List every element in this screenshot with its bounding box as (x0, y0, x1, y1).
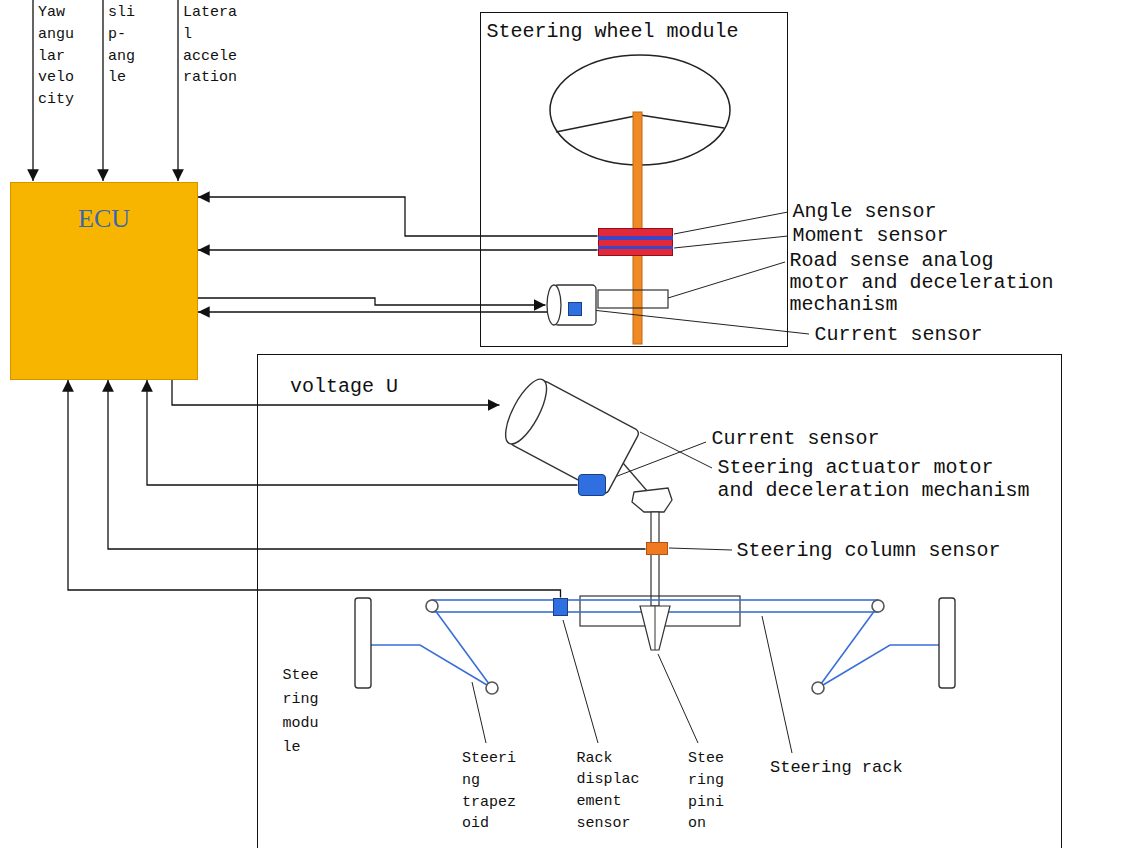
steering-actuator-motor: Steering actuator motor and deceleration… (500, 378, 645, 495)
steering-arm (818, 645, 939, 688)
tie-rod (432, 606, 492, 688)
module-frame: Steering wheel moduleAngle sensorMoment … (480, 12, 788, 347)
part-name: Steering pinion (688, 748, 724, 835)
pinion-line (655, 606, 656, 650)
part-name: Steering rack (770, 758, 903, 778)
sensor-stripe (598, 236, 673, 240)
input-arrows (33, 0, 178, 181)
leader-line (583, 309, 809, 334)
part-name: Current sensor (712, 427, 880, 450)
steering-column-sensor: Steering column sensor (646, 542, 668, 555)
part-name: Steering actuator motor and deceleration… (718, 456, 1036, 502)
actuator-gear (623, 463, 672, 512)
motor-outline (500, 378, 645, 495)
ball-joint (426, 600, 438, 612)
module-title: Steering module (283, 664, 319, 760)
leader-line (658, 654, 698, 743)
pinion (640, 606, 670, 650)
input-arrow (102, 0, 103, 181)
part-name: Moment sensor (793, 224, 949, 247)
signal-name: slip-angle (108, 2, 135, 89)
part-name: Steering column sensor (737, 539, 1001, 562)
ball-joint (812, 682, 824, 694)
wheel-spoke (640, 115, 724, 128)
motor-face (497, 373, 554, 449)
signal-connector (198, 249, 598, 250)
input-arrow (32, 0, 33, 181)
signal-name: Yaw angular velocity (38, 2, 74, 111)
motor-cylinder (497, 373, 639, 494)
leader-line (762, 616, 792, 753)
signal-connector (68, 380, 561, 598)
steering-linkage (371, 600, 939, 694)
ball-joint (486, 682, 498, 694)
road-motor-gearbox (598, 290, 668, 308)
road-wheel (355, 598, 371, 688)
road-wheel (939, 598, 955, 688)
signal-connector (108, 380, 646, 549)
steering-arm (371, 645, 492, 688)
ecu-box: ECU (10, 182, 198, 380)
current-sensor: Current sensor (568, 302, 582, 316)
steering-column (651, 512, 659, 606)
signal-connector (198, 298, 546, 305)
part-name: Rack displacement sensor (577, 748, 640, 835)
gear-body (632, 488, 672, 512)
sensor-stripe (598, 246, 673, 249)
signal-name: Lateral acceleration (183, 2, 237, 89)
rack-assembly (432, 596, 878, 650)
part-name: Current sensor (815, 323, 983, 346)
leader-line (669, 548, 732, 550)
leader-line (640, 432, 712, 468)
gearbox-housing (598, 290, 668, 308)
rack-displacement-sensor: Rack displacement sensor (553, 598, 568, 616)
leader-line (563, 620, 598, 743)
signal-label: voltage U (288, 376, 400, 398)
leader-line (668, 262, 785, 298)
motor-output-shaft (623, 463, 648, 492)
part-name: Steering trapezoid (462, 748, 516, 835)
tie-rod (818, 606, 878, 688)
wheel-spoke (556, 115, 640, 132)
part-name: Angle sensor (793, 200, 937, 223)
input-arrow (177, 0, 178, 181)
ball-joint (872, 600, 884, 612)
leader-line (674, 236, 788, 248)
wheels (355, 598, 955, 688)
part-name: Road sense analog motor and deceleration… (790, 250, 1060, 316)
module-title: Steering wheel module (487, 20, 739, 43)
angle-moment-sensor: Angle sensorMoment sensor (598, 228, 673, 256)
leader-line (472, 682, 486, 743)
signal-connector (198, 197, 598, 236)
leader-line (674, 212, 788, 234)
unit-name: ECU (10, 204, 198, 234)
signal-connector (198, 311, 568, 312)
current-sensor: Current sensor (578, 474, 606, 496)
module-frame: Steering module Steering actuator motor a… (257, 354, 1062, 848)
motor-face (547, 285, 561, 325)
sensor-stripes (599, 229, 674, 257)
